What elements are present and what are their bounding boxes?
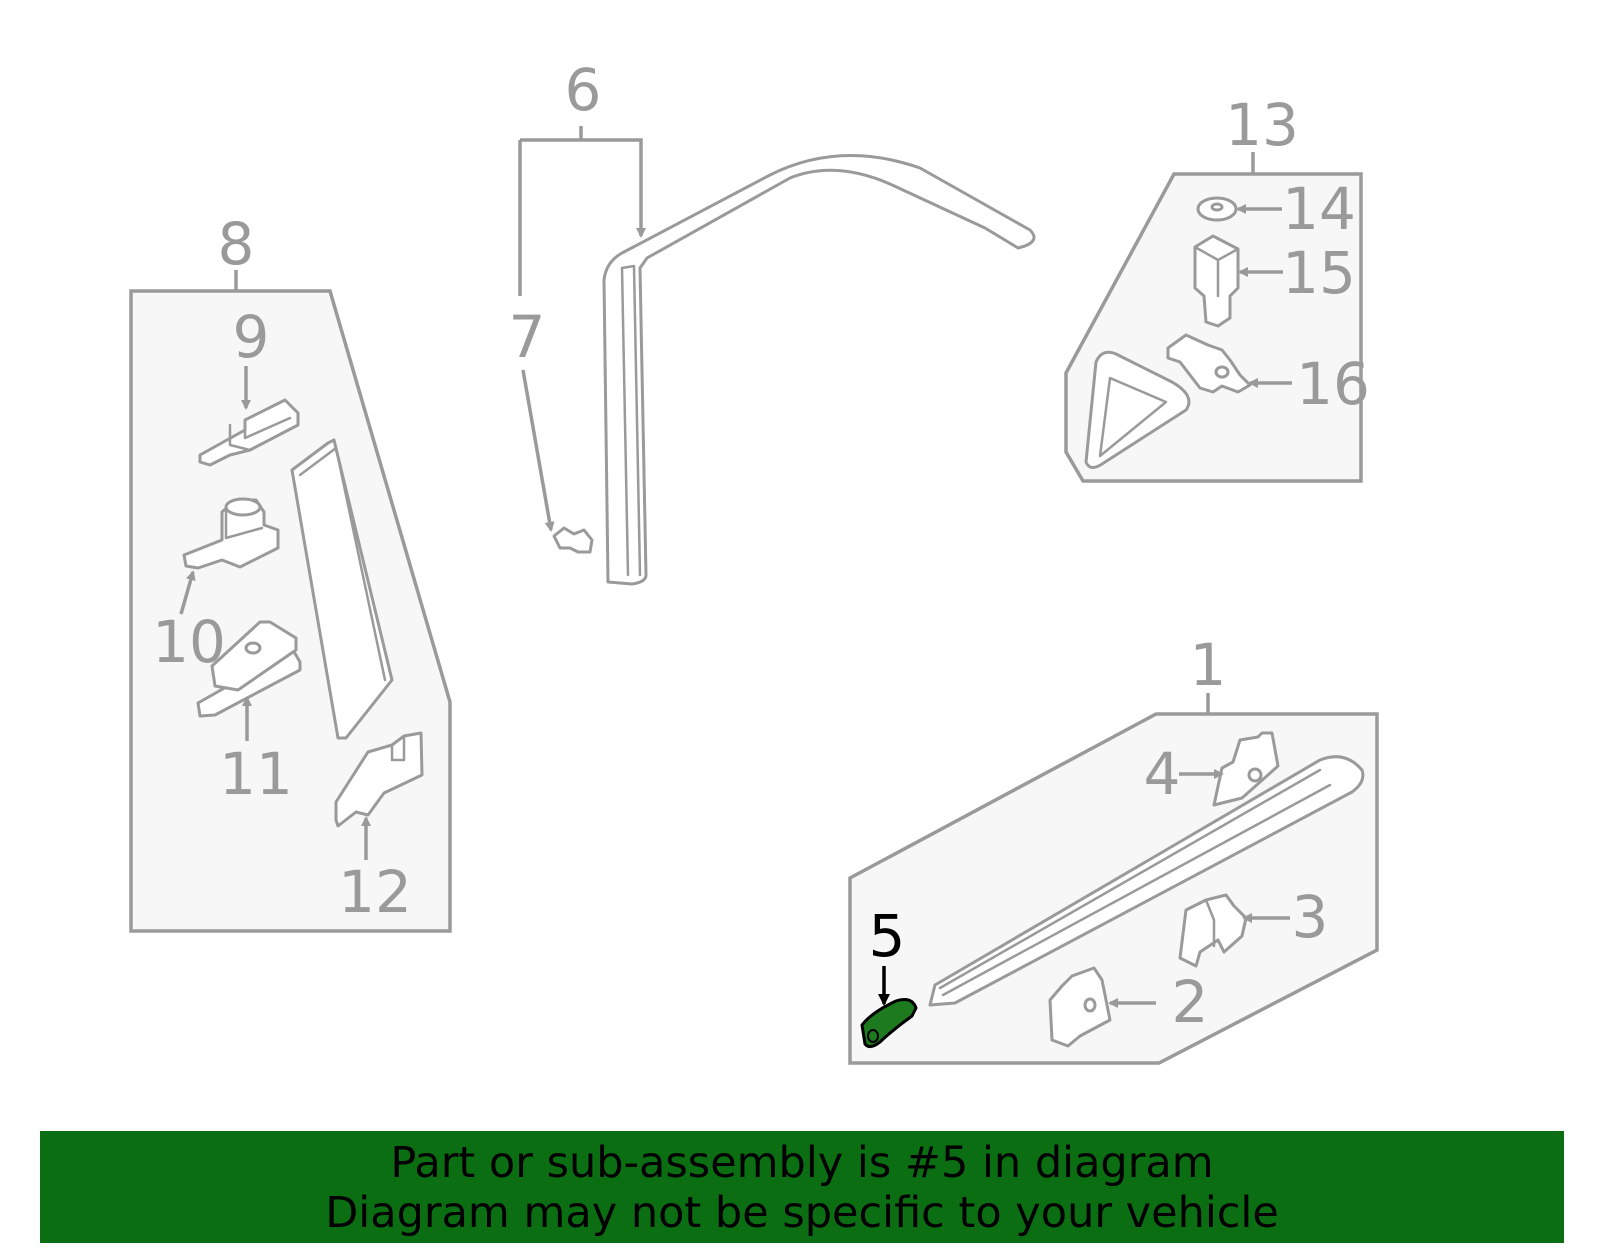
panel-group-8: [129, 270, 452, 933]
callout-10: 10: [152, 608, 226, 676]
part-pillar-garnish: [290, 438, 394, 740]
part-14-washer: [1196, 196, 1238, 222]
part-11-retainer: [196, 620, 302, 718]
part-16-clip: [1166, 333, 1252, 394]
part-15-grommet: [1193, 234, 1240, 328]
callout-9: 9: [233, 303, 270, 371]
callout-14: 14: [1282, 175, 1356, 243]
callout-5: 5: [869, 902, 906, 970]
callout-6: 6: [565, 56, 602, 124]
callout-3: 3: [1292, 883, 1329, 951]
callout-8: 8: [218, 210, 255, 278]
part-rocker-molding: [928, 755, 1365, 1007]
part-corner-garnish: [1084, 350, 1191, 469]
part-6-door-frame-molding: [602, 154, 1036, 586]
callout-2: 2: [1172, 968, 1209, 1036]
callout-13: 13: [1225, 91, 1299, 159]
part-10-fastener: [182, 497, 280, 570]
callout-7: 7: [509, 303, 546, 371]
part-7-clip: [552, 526, 594, 554]
callout-1: 1: [1190, 631, 1227, 699]
part-4-clip: [1212, 731, 1280, 807]
callout-4: 4: [1144, 740, 1181, 808]
part-3-clip: [1178, 893, 1248, 968]
part-2-clip: [1048, 966, 1112, 1048]
panel-group-1: [848, 693, 1379, 1065]
part-12-bracket: [334, 731, 424, 828]
callout-11: 11: [219, 740, 293, 808]
part-5-cap-highlighted: [860, 998, 918, 1049]
banner-line-2: Diagram may not be specific to your vehi…: [325, 1188, 1279, 1238]
banner-line-1: Part or sub-assembly is #5 in diagram: [390, 1138, 1214, 1188]
callout-15: 15: [1282, 239, 1356, 307]
callout-12: 12: [338, 858, 412, 926]
callout-16: 16: [1296, 350, 1370, 418]
part-9-clip: [198, 398, 300, 467]
info-banner: Part or sub-assembly is #5 in diagram Di…: [40, 1131, 1564, 1243]
